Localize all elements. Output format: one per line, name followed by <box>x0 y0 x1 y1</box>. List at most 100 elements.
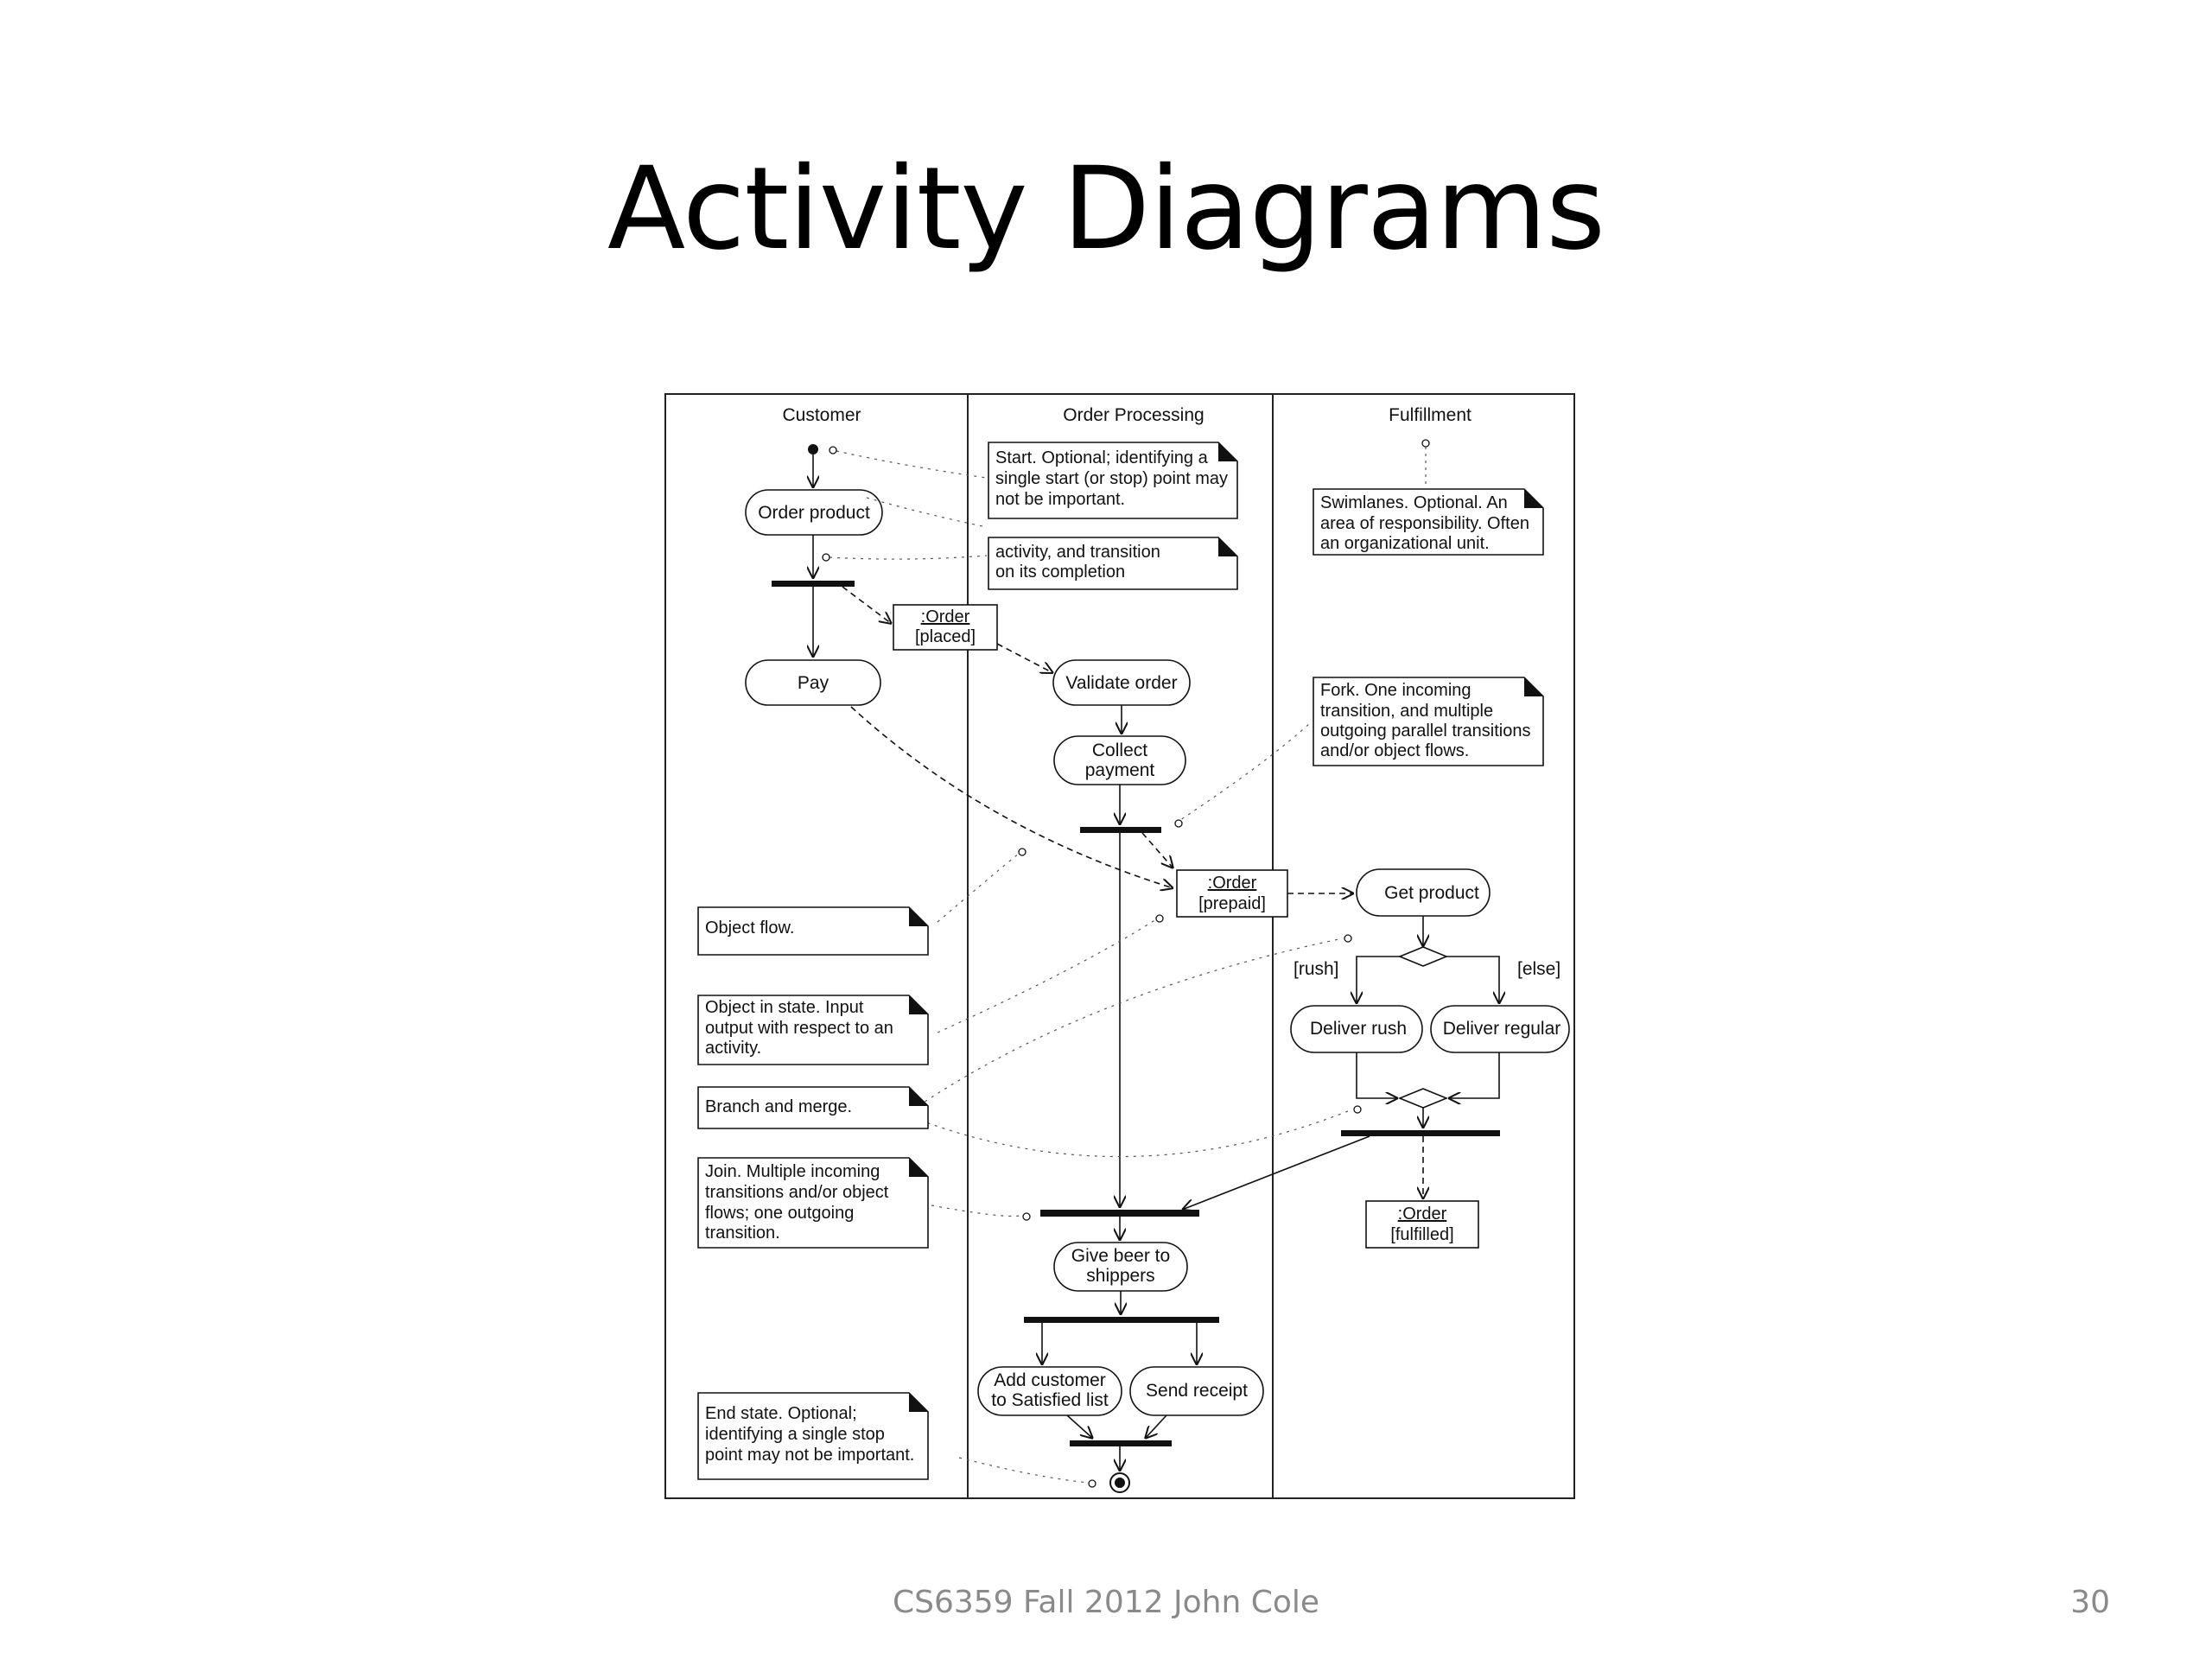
start-node <box>808 444 818 454</box>
note-start-line-1: Start. Optional; identifying a <box>995 448 1209 467</box>
note-anchor <box>1155 914 1164 923</box>
object-order-prepaid-state: [prepaid] <box>1198 894 1266 913</box>
slide-title: Activity Diagrams <box>607 143 1605 276</box>
note-end-line-3: point may not be important. <box>705 1446 914 1465</box>
note-anchor <box>1022 1212 1031 1221</box>
note-join-line-2: transitions and/or object <box>705 1183 889 1202</box>
branch-diamond <box>1397 946 1449 967</box>
transition-line <box>1182 1135 1370 1210</box>
swimlane-title-order-processing: Order Processing <box>1063 405 1204 425</box>
activity-get-product-label: Get product <box>1384 883 1479 903</box>
note-end-line-2: identifying a single stop <box>705 1425 885 1444</box>
note-fork-line-1: Fork. One incoming <box>1320 681 1471 700</box>
note-connector <box>836 450 988 479</box>
object-flow-line <box>1141 832 1173 868</box>
note-connector <box>905 938 1344 1116</box>
note-connector <box>829 555 988 560</box>
note-connector <box>1174 721 1313 824</box>
note-anchor <box>1421 439 1430 448</box>
fork-bar <box>772 581 855 587</box>
note-anchor <box>1353 1105 1362 1114</box>
note-object-state-line-1: Object in state. Input <box>705 998 864 1017</box>
activity-pay-label: Pay <box>798 673 830 693</box>
activity-order-product-label: Order product <box>758 503 870 523</box>
note-anchor <box>1018 848 1027 856</box>
note-start-line-3: not be important. <box>995 490 1125 509</box>
object-order-placed-name: :Order <box>921 607 970 626</box>
object-flow-line <box>842 586 892 624</box>
activity-pay <box>745 659 881 706</box>
note-anchor <box>1088 1479 1096 1488</box>
note-object-state-line-2: output with respect to an <box>705 1019 893 1038</box>
activity-add-customer <box>977 1366 1122 1416</box>
note-anchors <box>822 446 1362 1488</box>
activity-deliver-rush-label: Deliver rush <box>1310 1019 1407 1039</box>
note-branch: Branch and merge. <box>697 1086 929 1129</box>
note-join: Join. Multiple incoming transitions and/… <box>697 1157 929 1249</box>
note-object-state: Object in state. Input output with respe… <box>697 995 929 1065</box>
note-activity-line-1: activity, and transition <box>995 543 1160 562</box>
activity-add-customer-label-2: to Satisfied list <box>991 1390 1109 1410</box>
object-order-fulfilled-name: :Order <box>1398 1205 1447 1224</box>
fork-bar <box>1080 827 1161 833</box>
note-join-line-4: transition. <box>705 1224 780 1243</box>
note-anchor <box>829 446 837 454</box>
note-activity: activity, and transition on its completi… <box>988 537 1238 590</box>
note-object-flow-line-1: Object flow. <box>705 918 794 938</box>
note-fork-line-2: transition, and multiple <box>1320 702 1493 721</box>
object-flow-line <box>996 643 1053 673</box>
note-anchor <box>822 553 830 562</box>
activity-collect-payment-label-1: Collect <box>1092 741 1147 760</box>
note-start-line-2: single start (or stop) point may <box>995 469 1228 488</box>
transition-line <box>1145 1414 1167 1439</box>
merge-diamond <box>1397 1088 1449 1109</box>
note-start: Start. Optional; identifying a single st… <box>988 442 1238 519</box>
note-swimlanes-line-1: Swimlanes. Optional. An <box>1320 493 1508 512</box>
guard-rush: [rush] <box>1294 959 1339 979</box>
activity-add-customer-label-1: Add customer <box>994 1370 1106 1390</box>
footer-course-label: CS6359 Fall 2012 John Cole <box>892 1585 1320 1620</box>
note-swimlanes: Swimlanes. Optional. An area of responsi… <box>1313 488 1544 556</box>
activity-deliver-regular <box>1430 1005 1570 1053</box>
guard-else: [else] <box>1517 959 1560 979</box>
activity-send-receipt-label: Send receipt <box>1146 1381 1248 1401</box>
page-number: 30 <box>2070 1585 2110 1620</box>
note-connector <box>958 1457 1090 1484</box>
note-connectors <box>829 450 1353 1484</box>
activity-order-product <box>745 489 883 536</box>
note-object-flow: Object flow. <box>697 906 929 956</box>
note-connector <box>937 918 1157 1033</box>
swimlane-title-fulfillment: Fulfillment <box>1389 405 1471 425</box>
object-order-fulfilled <box>1365 1200 1479 1249</box>
transition-line <box>1066 1414 1093 1439</box>
activity-collect-payment-label-2: payment <box>1085 760 1155 780</box>
note-swimlanes-line-3: an organizational unit. <box>1320 534 1490 553</box>
note-connector <box>866 497 988 528</box>
end-node-inner <box>1115 1478 1125 1488</box>
transition-line <box>1448 1052 1500 1098</box>
fork-bar <box>1024 1317 1219 1323</box>
note-swimlanes-line-2: area of responsibility. Often <box>1320 514 1529 533</box>
swimlane-title-customer: Customer <box>782 405 861 425</box>
join-bar <box>1040 1210 1199 1217</box>
note-connector <box>905 1109 1353 1158</box>
note-end-line-1: End state. Optional; <box>705 1404 857 1423</box>
note-end: End state. Optional; identifying a singl… <box>697 1392 929 1480</box>
note-fork: Fork. One incoming transition, and multi… <box>1313 677 1544 766</box>
object-order-prepaid-name: :Order <box>1208 874 1257 893</box>
activity-send-receipt <box>1129 1366 1264 1416</box>
note-join-line-3: flows; one outgoing <box>705 1204 854 1223</box>
transition-line <box>1356 1052 1398 1098</box>
note-activity-line-2: on its completion <box>995 563 1125 582</box>
diagram-frame <box>664 393 1575 1499</box>
note-anchor <box>1174 819 1183 828</box>
note-connector <box>931 1205 1020 1217</box>
activity-deliver-regular-label: Deliver regular <box>1443 1019 1561 1039</box>
object-order-prepaid <box>1176 869 1288 918</box>
activity-give-beer-label-1: Give beer to <box>1071 1246 1170 1266</box>
object-order-placed <box>893 604 998 651</box>
activity-validate-order-label: Validate order <box>1065 673 1177 693</box>
transition-line <box>1446 956 1499 1004</box>
note-branch-line-1: Branch and merge. <box>705 1097 852 1116</box>
